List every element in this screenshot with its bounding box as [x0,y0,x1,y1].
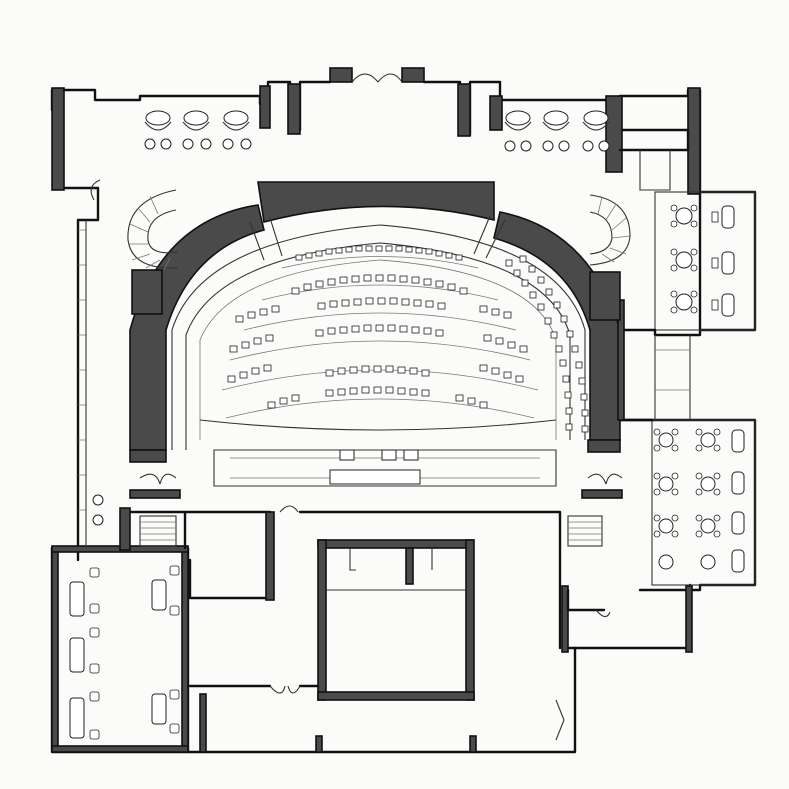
auditorium [129,181,621,487]
door-icon[interactable] [269,685,301,694]
stair-icon [131,269,621,547]
sofa-icon [711,205,735,317]
lobby-north-west [144,110,252,150]
armchair-icon [89,565,180,740]
lounge-west [69,494,180,740]
sofa-icon [731,429,745,573]
sofa-icon [69,579,167,739]
backstage-hall [119,507,562,753]
stair-east [589,194,631,266]
east-connector [617,299,691,422]
lounge-east-lower [651,419,756,586]
stair-west [127,189,179,271]
seats [227,245,589,433]
round-table-icon [653,428,721,570]
entrance-door-icon[interactable] [351,73,403,83]
lobby-north-east [504,110,610,152]
service-rooms [566,128,690,618]
exterior-walls [50,67,757,754]
round-table-icon [670,204,698,314]
door-icon[interactable] [90,179,623,741]
lounge-east-upper [654,191,756,331]
